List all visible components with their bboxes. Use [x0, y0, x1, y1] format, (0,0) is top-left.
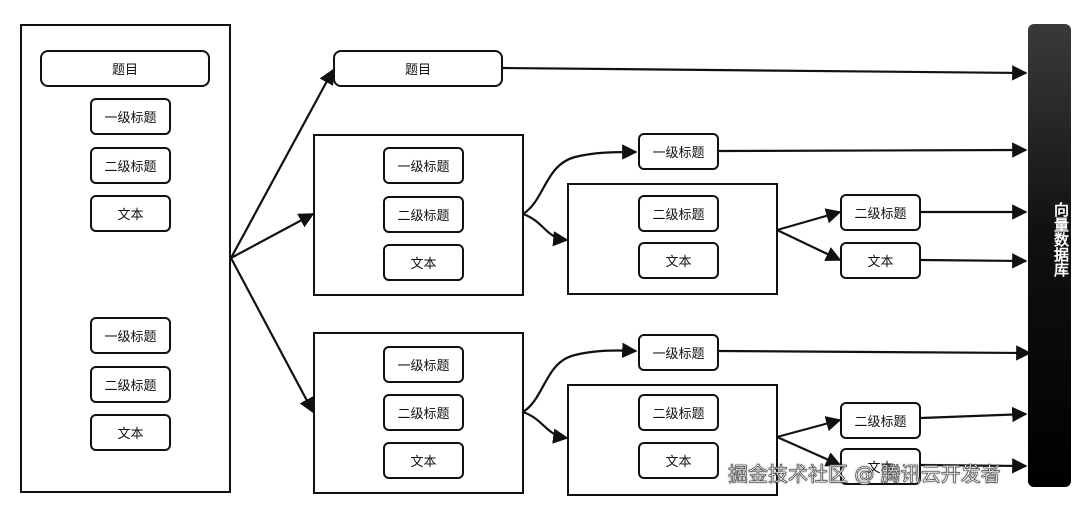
subsection1-text-node: 文本 — [638, 242, 719, 279]
subsection2-split-text-node: 文本 — [840, 448, 921, 485]
arrow-title-to-db — [502, 65, 1028, 81]
arrow-sub1-text-to-db — [920, 253, 1028, 269]
doc-h2-node: 二级标题 — [90, 147, 171, 184]
split-title-node: 题目 — [333, 50, 503, 87]
arrow-sub1-to-text — [776, 229, 842, 261]
section2-split-h1-node: 一级标题 — [638, 334, 719, 371]
section1-h1-node: 一级标题 — [383, 147, 464, 184]
watermark: 掘金技术社区 @ 腾讯云开发者 — [728, 462, 1001, 487]
doc-text-node-2: 文本 — [90, 414, 171, 451]
section1-split-h1-node: 一级标题 — [638, 133, 719, 170]
section2-h2-node: 二级标题 — [383, 394, 464, 431]
arrow-s1-to-sub1 — [522, 212, 569, 247]
section1-h2-node: 二级标题 — [383, 196, 464, 233]
doc-h2-node-2: 二级标题 — [90, 366, 171, 403]
section2-h1-node: 一级标题 — [383, 346, 464, 383]
doc-h1-node: 一级标题 — [90, 98, 171, 135]
arrow-doc-to-title — [230, 68, 334, 259]
section2-text-node: 文本 — [383, 442, 464, 479]
arrow-doc-to-section1 — [230, 213, 315, 259]
doc-title-node: 题目 — [40, 50, 210, 87]
arrow-s1-to-h1 — [522, 144, 638, 215]
subsection2-text-node: 文本 — [638, 442, 719, 479]
subsection2-split-h2-node: 二级标题 — [840, 402, 921, 439]
arrow-s2-h1-to-db — [718, 345, 1032, 361]
subsection1-split-text-node: 文本 — [840, 242, 921, 279]
arrow-sub1-to-h2 — [776, 208, 842, 232]
arrow-doc-to-section2 — [230, 257, 314, 414]
arrow-sub2-to-text — [776, 435, 842, 467]
arrow-sub2-text-to-db — [920, 458, 1028, 474]
subsection1-h2-node: 二级标题 — [638, 195, 719, 232]
arrow-sub2-to-h2 — [776, 416, 842, 439]
vector-database-label: 向量数据库 — [1052, 202, 1070, 277]
section1-text-node: 文本 — [383, 244, 464, 281]
arrow-s2-to-h1 — [522, 342, 638, 413]
subsection1-split-h2-node: 二级标题 — [840, 194, 921, 231]
doc-h1-node-2: 一级标题 — [90, 317, 171, 354]
subsection2-h2-node: 二级标题 — [638, 394, 719, 431]
arrow-sub2-h2-to-db — [920, 406, 1028, 423]
arrow-s1-h1-to-db — [718, 142, 1028, 158]
doc-text-node: 文本 — [90, 195, 171, 232]
vector-database: 向量数据库 — [1028, 24, 1071, 487]
arrow-s2-to-sub2 — [522, 410, 569, 444]
